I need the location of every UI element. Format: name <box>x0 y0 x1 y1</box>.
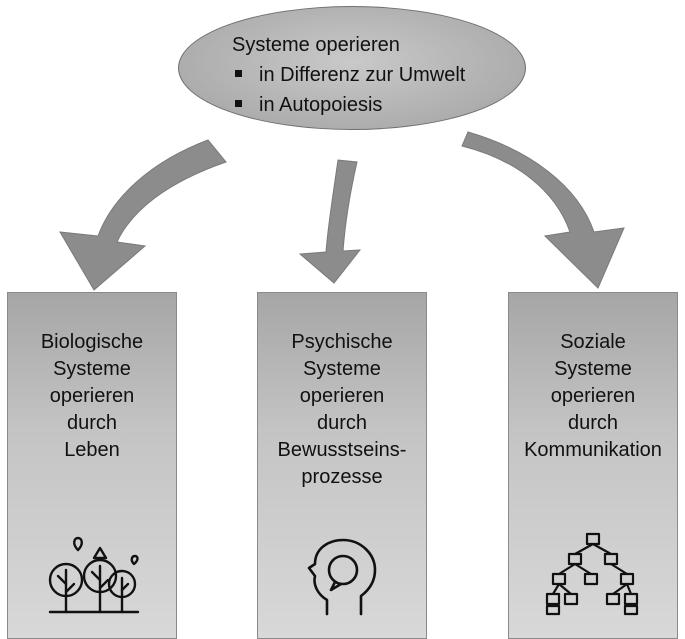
bullet-text: in Differenz zur Umwelt <box>259 64 466 86</box>
box-biological: Biologische Systeme operieren durch Lebe… <box>7 292 177 639</box>
bullet-square-icon <box>235 100 242 107</box>
box-social: Soziale Systeme operieren durch Kommunik… <box>508 292 678 639</box>
bullet-item: in Differenz zur Umwelt <box>232 60 465 90</box>
bullet-text: in Autopoiesis <box>259 94 383 116</box>
box-label: Biologische Systeme operieren durch Lebe… <box>40 331 144 461</box>
box-label: Soziale Systeme operieren durch Kommunik… <box>524 331 662 461</box>
network-hierarchy-icon <box>545 532 639 616</box>
arrow-right <box>461 131 625 289</box>
top-ellipse-text: Systeme operieren in Differenz zur Umwel… <box>232 30 465 120</box>
top-ellipse <box>178 6 526 130</box>
arrow-left <box>59 139 227 291</box>
trees-icon <box>48 536 140 614</box>
bullet-item: in Autopoiesis <box>232 90 465 120</box>
bullet-square-icon <box>235 70 242 77</box>
head-thought-icon <box>307 538 377 616</box>
box-label: Psychische Systeme operieren durch Bewus… <box>277 331 407 488</box>
ellipse-title: Systeme operieren <box>232 34 400 56</box>
box-psychic: Psychische Systeme operieren durch Bewus… <box>257 292 427 639</box>
arrow-middle <box>298 159 362 284</box>
